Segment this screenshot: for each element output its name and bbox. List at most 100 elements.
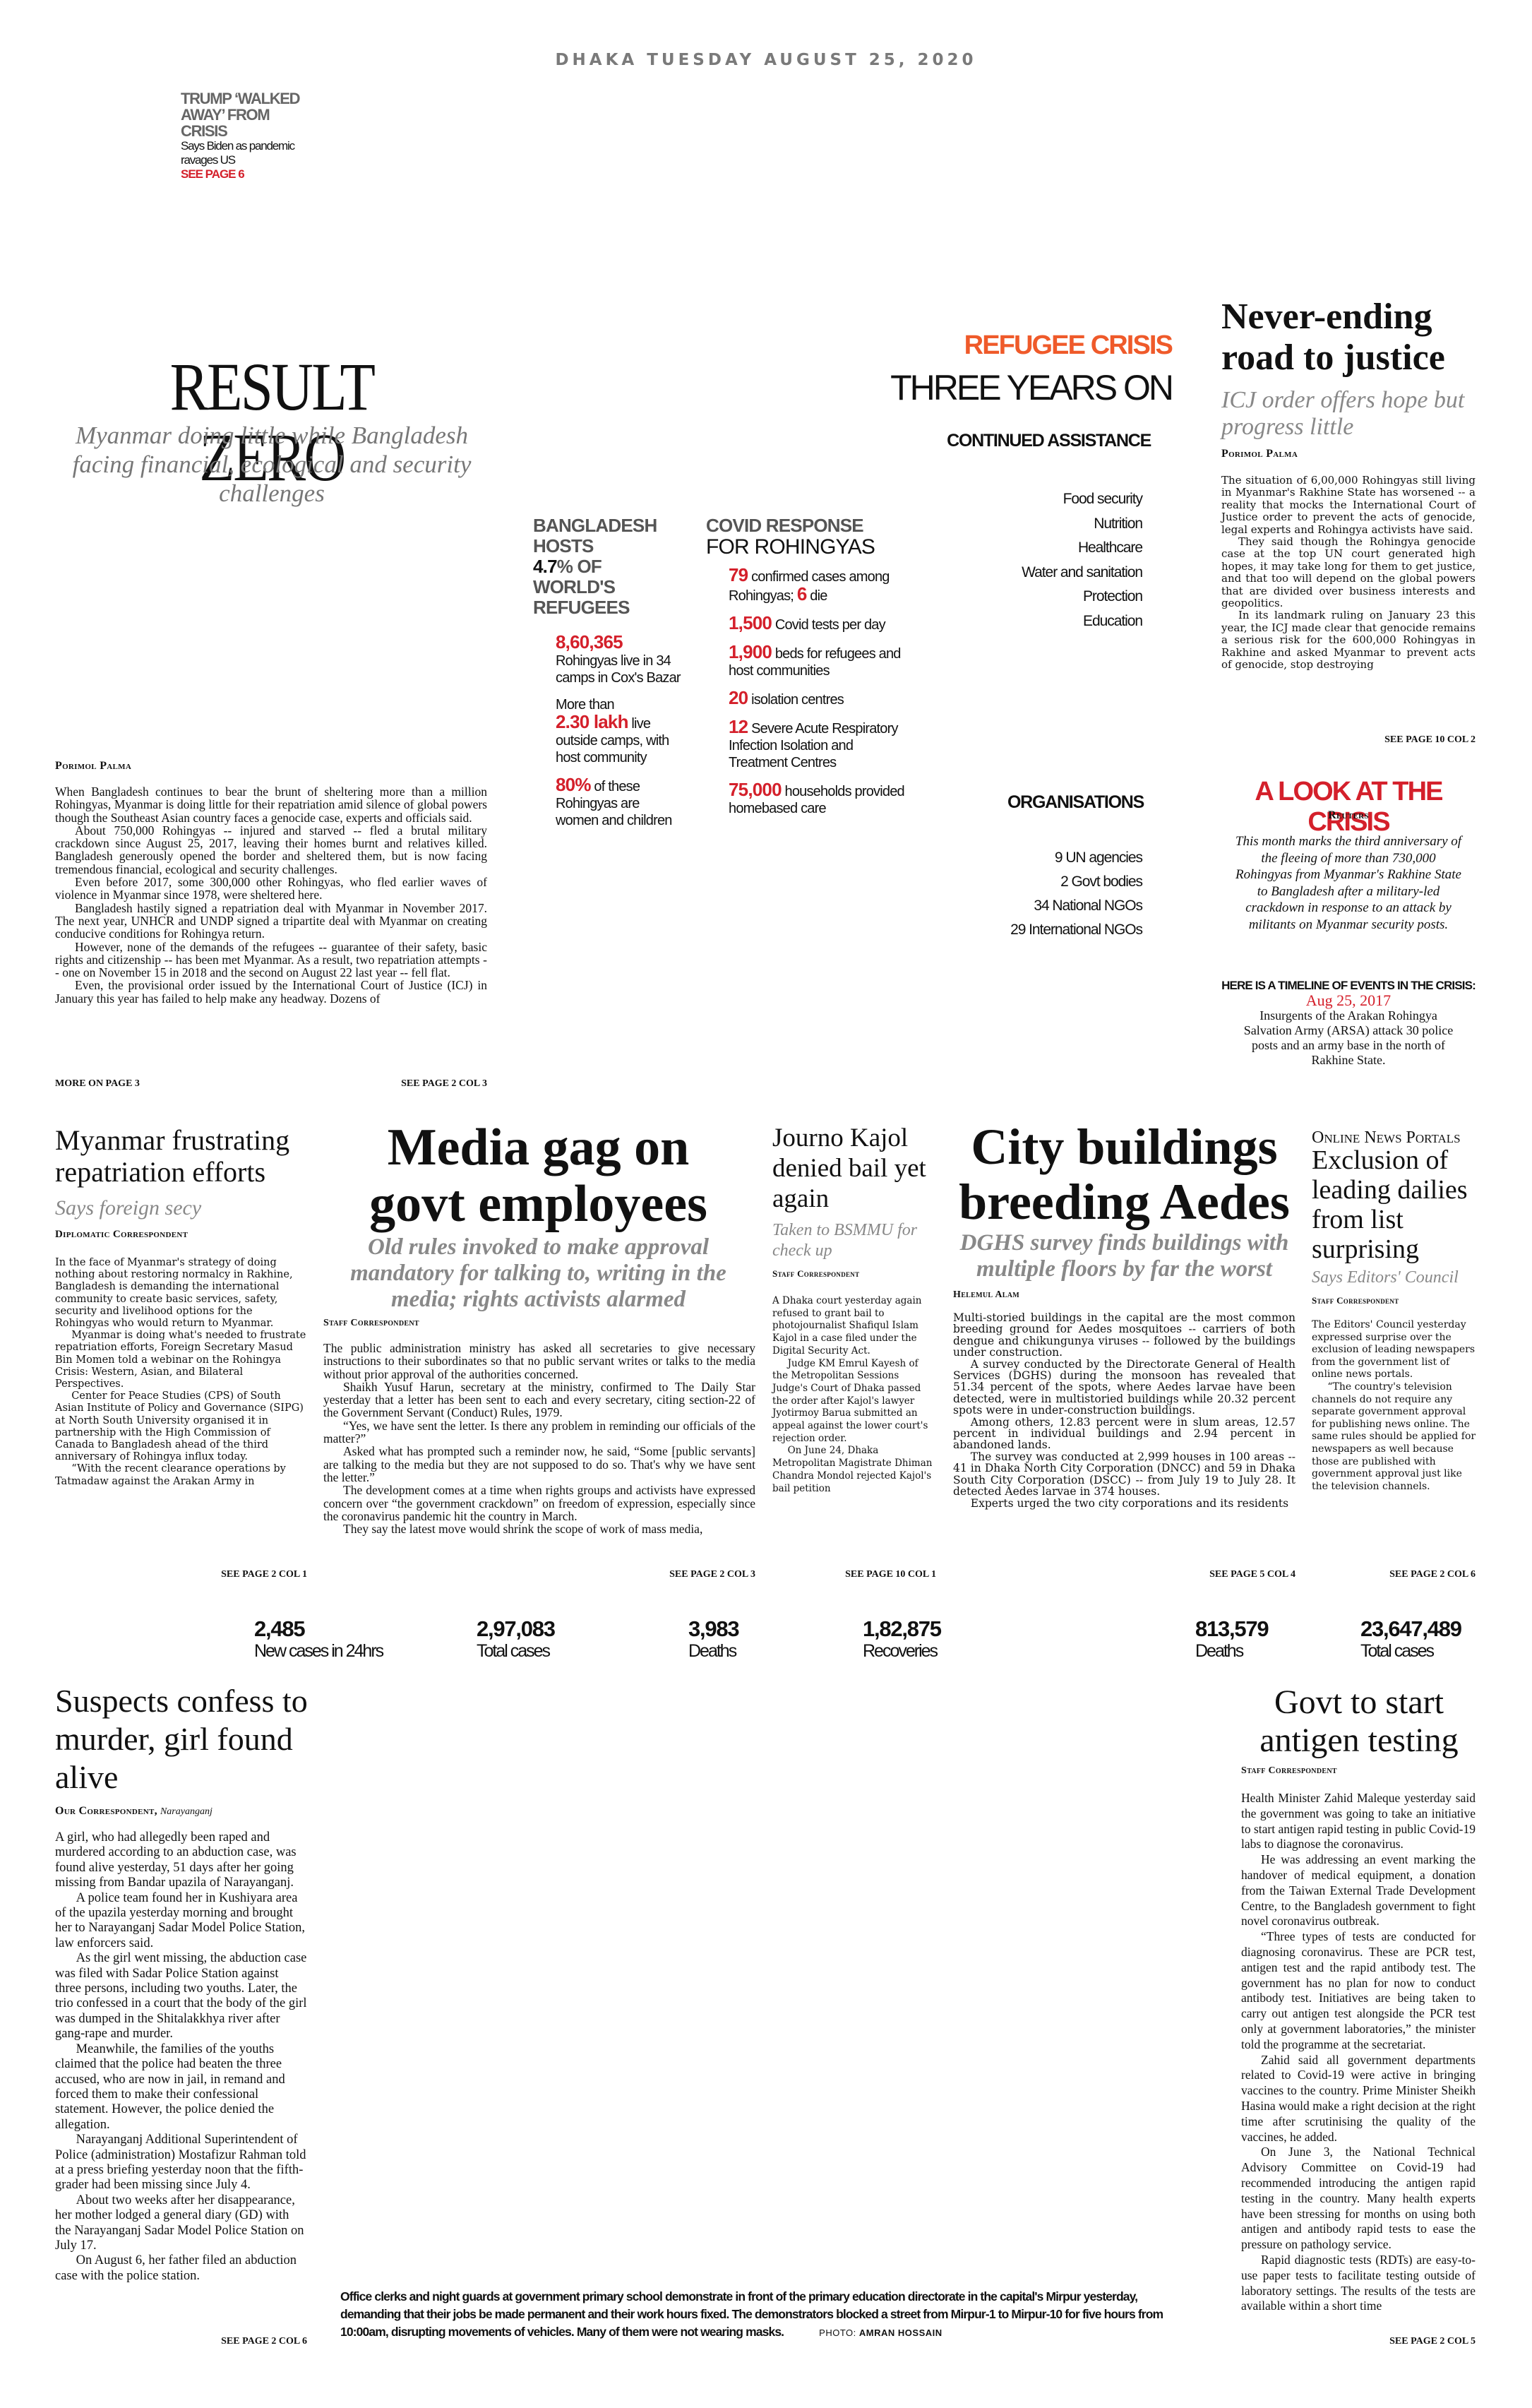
kajol-headline: Journo Kajol denied bail yet again (772, 1123, 926, 1213)
list-item: Education (1083, 612, 1143, 629)
stat-label: Deaths (1195, 1641, 1244, 1661)
list-item: Water and sanitation (1022, 564, 1143, 580)
teaser-trump[interactable]: TRUMP ‘WALKED AWAY’ FROM CRISIS Says Bid… (181, 90, 315, 181)
stat-label: New cases in 24hrs (254, 1641, 384, 1661)
justice-headline: Never-ending road to justice (1221, 297, 1445, 378)
kajol-byline: Staff Correspondent (772, 1268, 860, 1279)
paragraph: A police team found her in Kushiyara are… (55, 1890, 305, 1950)
stat-text: beds for refugees and host communities (729, 646, 901, 679)
paragraph: A Dhaka court yesterday again refused to… (772, 1295, 922, 1357)
jump-link[interactable]: SEE PAGE 5 COL 4 (1209, 1569, 1295, 1580)
hosts-heading-3: REFUGEES (533, 597, 630, 618)
dateline: DHAKA TUESDAY AUGUST 25, 2020 (555, 51, 977, 69)
jump-link[interactable]: SEE PAGE 10 COL 1 (845, 1569, 936, 1580)
caption-text: Office clerks and night guards at govern… (340, 2289, 1163, 2339)
stat-number: 1,900 (729, 641, 772, 662)
lead-byline: Porimol Palma (55, 760, 132, 772)
antigen-headline: Govt to start antigen testing (1259, 1683, 1459, 1759)
list-item: Healthcare (1077, 540, 1143, 556)
look-source: Reuters (1328, 809, 1369, 821)
mediagag-byline: Staff Correspondent (323, 1318, 419, 1328)
stat-item: 12 Severe Acute Respiratory Infection Is… (729, 716, 905, 771)
assistance-heading: CONTINUED ASSISTANCE (947, 431, 1151, 451)
jump-link[interactable]: SEE PAGE 10 COL 2 (1384, 734, 1476, 745)
stat-text: households provided homebased care (729, 784, 905, 816)
justice-body: The situation of 6,00,000 Rohingyas stil… (1221, 474, 1476, 672)
paragraph: Narayanganj Additional Superintendent of… (55, 2133, 306, 2193)
paragraph: Bangladesh hastily signed a repatriation… (55, 900, 487, 941)
paragraph: He was addressing an event marking the h… (1241, 1852, 1476, 1929)
infographic-kicker: REFUGEE CRISIS (964, 330, 1173, 360)
jump-link[interactable]: SEE PAGE 2 COL 6 (1389, 1569, 1476, 1580)
frustrating-headline: Myanmar frustrating repatriation efforts (55, 1124, 290, 1188)
paragraph: However, none of the demands of the refu… (55, 939, 487, 980)
hosts-heading: BANGLADESH HOSTS (533, 515, 657, 556)
stat-text: die (806, 588, 827, 604)
covid-panel: COVID RESPONSE FOR ROHINGYAS 79 confirme… (706, 515, 918, 827)
list-item: Nutrition (1094, 515, 1143, 532)
stat-value: 2,97,083 (477, 1616, 556, 1641)
suspects-byline: Our Correspondent, Narayanganj (55, 1805, 213, 1818)
jump-link[interactable]: SEE PAGE 2 COL 3 (669, 1569, 755, 1580)
frustrating-body: In the face of Myanmar's strategy of doi… (55, 1257, 307, 1488)
stat-text: isolation centres (748, 692, 844, 708)
paragraph: As the girl went missing, the abduction … (55, 1951, 307, 2042)
stat-number: 12 (729, 716, 748, 737)
teaser-link[interactable]: SEE PAGE 6 (181, 167, 245, 181)
timeline-heading: HERE IS A TIMELINE OF EVENTS IN THE CRIS… (1221, 979, 1476, 992)
look-heading: A LOOK AT THE CRISIS (1255, 777, 1443, 837)
antigen-body: Health Minister Zahid Maleque yesterday … (1241, 1791, 1476, 2314)
stat-value: 2,485 (254, 1616, 306, 1641)
more-on-page-link[interactable]: MORE ON PAGE 3 (55, 1078, 140, 1089)
frustrating-byline: Diplomatic Correspondent (55, 1229, 188, 1240)
teaser-title: TRUMP ‘WALKED AWAY’ FROM CRISIS (181, 90, 301, 140)
paragraph: Center for Peace Studies (CPS) of South … (55, 1390, 304, 1463)
list-item: 2 Govt bodies (1060, 874, 1143, 890)
mediagag-headline: Media gag on govt employees (369, 1119, 707, 1233)
teaser-sub: Says Biden as pandemic ravages US (181, 139, 295, 167)
stat-value: 23,647,489 (1360, 1616, 1462, 1641)
jump-link[interactable]: SEE PAGE 2 COL 3 (401, 1078, 487, 1089)
photo-caption: Office clerks and night guards at govern… (340, 2288, 1187, 2342)
kajol-subhead: Taken to BSMMU for check up (772, 1221, 918, 1260)
stat-number: 2.30 lakh (556, 711, 628, 732)
stat-item: 80% of these Rohingyas are women and chi… (556, 774, 685, 829)
aedes-headline: City buildings breeding Aedes (959, 1119, 1290, 1230)
kajol-body: A Dhaka court yesterday again refused to… (772, 1295, 936, 1495)
list-item: Protection (1082, 588, 1143, 604)
photo-credit: PHOTO: AMRAN HOSSAIN (819, 2327, 942, 2338)
paragraph: Shaikh Yusuf Harun, secretary at the min… (323, 1379, 755, 1420)
stat-number: 80% (556, 774, 591, 795)
frustrating-subhead: Says foreign secy (55, 1196, 202, 1220)
paragraph: The Editors' Council yesterday expressed… (1312, 1319, 1476, 1381)
paragraph: Asked what has prompted such a reminder … (323, 1444, 755, 1484)
paragraph: They said though the Rohingya genocide c… (1221, 535, 1476, 610)
stat-number: 20 (729, 687, 748, 708)
jump-link[interactable]: SEE PAGE 2 COL 1 (221, 1569, 307, 1580)
organisations-heading: ORGANISATIONS (1007, 792, 1144, 812)
mediagag-subhead: Old rules invoked to make approval manda… (350, 1234, 726, 1312)
suspects-headline: Suspects confess to murder, girl found a… (55, 1683, 308, 1795)
timeline-event: Insurgents of the Arakan Rohingya Salvat… (1243, 1008, 1454, 1067)
paragraph: Health Minister Zahid Maleque yesterday … (1241, 1791, 1476, 1852)
news-photo (339, 1688, 1186, 2281)
paragraph: The survey was conducted at 2,999 houses… (953, 1450, 1295, 1498)
aedes-byline: Helemul Alam (953, 1289, 1019, 1300)
paragraph: Meanwhile, the families of the youths cl… (55, 2042, 285, 2132)
credit-label: PHOTO: (819, 2327, 856, 2338)
stat-text: Covid tests per day (772, 617, 886, 633)
jump-link[interactable]: SEE PAGE 2 COL 6 (221, 2336, 307, 2347)
paragraph: When Bangladesh continues to bear the br… (55, 785, 487, 825)
timeline-date: Aug 25, 2017 (1305, 991, 1392, 1009)
list-item: 9 UN agencies (1054, 850, 1143, 866)
stat-value: 813,579 (1195, 1616, 1269, 1641)
hosts-panel: BANGLADESH HOSTS 4.7% OF WORLD'S REFUGEE… (533, 515, 685, 839)
stat-label: Total cases (1360, 1641, 1435, 1661)
paragraph: They say the latest move would shrink th… (343, 1522, 703, 1537)
jump-link[interactable]: SEE PAGE 2 COL 5 (1389, 2336, 1476, 2347)
list-item: 29 International NGOs (1010, 922, 1143, 938)
covid-heading-2: FOR ROHINGYAS (706, 535, 875, 559)
